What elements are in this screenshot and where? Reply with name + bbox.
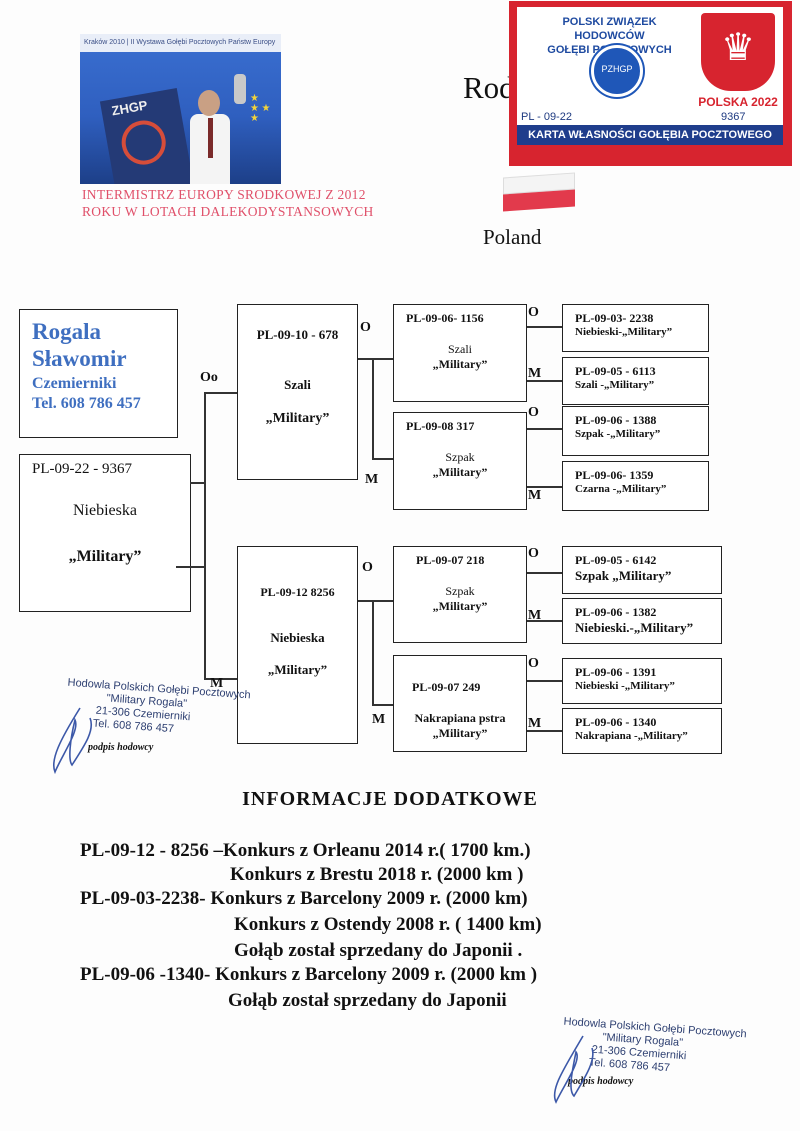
- card-ring-prefix: PL - 09-22: [521, 111, 572, 123]
- mother-color: Niebieska: [238, 630, 357, 646]
- info-line: Konkurs z Brestu 2018 r. (2000 km ): [230, 864, 523, 886]
- connector-line: [204, 392, 237, 394]
- info-line: PL-09-03-2238- Konkurs z Barcelony 2009 …: [80, 888, 528, 910]
- signature-icon: [40, 700, 120, 780]
- ownership-card: POLSKI ZWIĄZEK HODOWCÓW GOŁĘBI POCZTOWYC…: [509, 1, 792, 166]
- subject-ring: PL-09-22 - 9367: [32, 461, 190, 478]
- mother-label: M: [528, 608, 541, 624]
- connector-line: [372, 704, 393, 706]
- mother-label: M: [365, 472, 378, 488]
- mother-box: PL-09-12 8256 Niebieska „Military”: [237, 546, 358, 744]
- connector-line: [358, 358, 372, 360]
- father-label: O: [528, 546, 539, 562]
- mother-label: M: [528, 488, 541, 504]
- owner-first-name: Rogala: [32, 318, 177, 345]
- mother-label: M: [528, 716, 541, 732]
- owner-box: Rogala Sławomir Czemierniki Tel. 608 786…: [19, 309, 178, 438]
- connector-line: [372, 600, 393, 602]
- father-label: O: [528, 656, 539, 672]
- connector-line: [190, 482, 204, 484]
- page-title-fragment: Rod: [463, 70, 515, 106]
- person-head: [198, 90, 220, 116]
- father-color: Szali: [238, 377, 357, 393]
- connector-line: [204, 392, 206, 678]
- grandparent-box: PL-09-08 317 Szpak „Military”: [393, 412, 527, 510]
- subject-color: Niebieska: [20, 502, 190, 520]
- father-label: O: [362, 560, 373, 576]
- info-line: Gołąb został sprzedany do Japonii .: [234, 940, 522, 962]
- father-label: O: [360, 320, 371, 336]
- father-label: O: [528, 305, 539, 321]
- grandparent-box: PL-09-07 249 Nakrapiana pstra „Military”: [393, 655, 527, 752]
- connector-line: [372, 458, 393, 460]
- grandparent-box: PL-09-07 218 Szpak „Military”: [393, 546, 527, 643]
- country-label: Poland: [483, 225, 541, 250]
- info-title: INFORMACJE DODATKOWE: [0, 788, 780, 811]
- mother-label: M: [372, 712, 385, 728]
- connector-line: [527, 326, 562, 328]
- pzhgp-emblem-icon: PZHGP: [591, 45, 643, 97]
- connector-line: [358, 600, 372, 602]
- card-footer: KARTA WŁASNOŚCI GOŁĘBIA POCZTOWEGO: [517, 125, 783, 145]
- club-flag: ZHGP: [100, 88, 194, 184]
- owner-phone: Tel. 608 786 457: [32, 394, 177, 414]
- father-label: Oo: [200, 370, 218, 386]
- owner-last-name: Sławomir: [32, 345, 177, 372]
- signature-icon: [538, 1030, 618, 1110]
- breeder-photo: Kraków 2010 | II Wystawa Gołębi Pocztowy…: [80, 34, 281, 184]
- subject-pigeon-box: PL-09-22 - 9367 Niebieska „Military”: [19, 454, 191, 612]
- connector-line: [176, 566, 204, 568]
- card-year: POLSKA 2022: [693, 95, 783, 109]
- mother-label: M: [528, 366, 541, 382]
- connector-line: [372, 358, 393, 360]
- polish-flag-icon: [503, 172, 575, 211]
- info-line: Konkurs z Ostendy 2008 r. ( 1400 km): [234, 914, 542, 936]
- trophy-icon: [234, 74, 246, 104]
- father-box: PL-09-10 - 678 Szali „Military”: [237, 304, 358, 480]
- connector-line: [527, 428, 562, 430]
- connector-line: [372, 358, 374, 458]
- mother-line: „Military”: [238, 662, 357, 678]
- club-emblem-icon: [118, 117, 169, 168]
- intermistrz-caption: INTERMISTRZ EUROPY SRODKOWEJ Z 2012 ROKU…: [82, 186, 442, 220]
- info-line: Gołąb został sprzedany do Japonii: [228, 990, 507, 1012]
- info-line: PL-09-12 - 8256 –Konkurs z Orleanu 2014 …: [80, 840, 531, 862]
- owner-city: Czemierniki: [32, 374, 177, 394]
- connector-line: [372, 600, 374, 704]
- info-line: PL-09-06 -1340- Konkurs z Barcelony 2009…: [80, 964, 537, 986]
- mother-ring: PL-09-12 8256: [238, 585, 357, 600]
- subject-line: „Military”: [20, 548, 190, 566]
- eu-stars-icon: ★★ ★★: [250, 94, 270, 124]
- white-eagle-icon: ♛: [701, 27, 775, 69]
- connector-line: [527, 572, 562, 574]
- father-ring: PL-09-10 - 678: [238, 327, 357, 343]
- photo-banner: Kraków 2010 | II Wystawa Gołębi Pocztowy…: [80, 34, 281, 52]
- grandparent-box: PL-09-06- 1156 Szali „Military”: [393, 304, 527, 402]
- father-line: „Military”: [238, 411, 357, 427]
- card-ring-number: 9367: [721, 111, 745, 123]
- connector-line: [527, 680, 562, 682]
- father-label: O: [528, 405, 539, 421]
